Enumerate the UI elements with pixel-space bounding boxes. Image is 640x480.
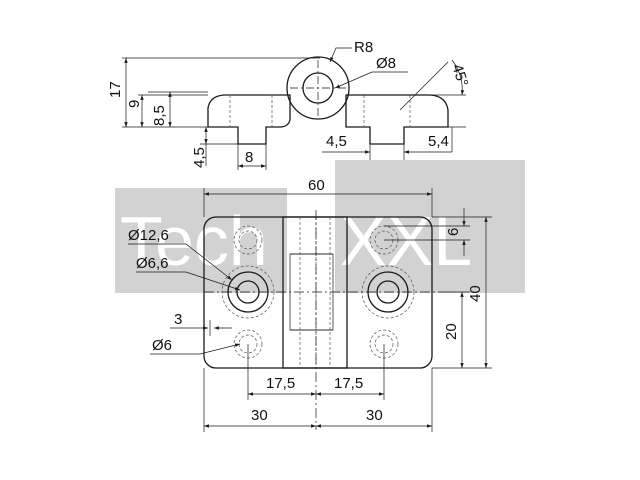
left-mount-hole-inner [236, 280, 260, 304]
dim-width-8: 8 [245, 149, 253, 166]
hole-bottom-left-inner [238, 334, 258, 354]
dim-height-17: 17 [107, 81, 124, 98]
dim-radius-r8: R8 [354, 39, 373, 56]
watermark: Tech XXL [115, 160, 525, 293]
dim-dia-12-6: Ø12,6 [128, 227, 169, 244]
dim-30-right: 30 [366, 407, 383, 424]
knuckle-region [282, 216, 348, 369]
dim-6: 6 [445, 228, 462, 236]
left-leaf-profile [207, 94, 291, 145]
dim-30-left: 30 [251, 407, 268, 424]
dim-dia-8-top: Ø8 [376, 55, 396, 72]
dim-width-60: 60 [308, 177, 325, 194]
top-view: 60 Ø12,6 Ø6,6 3 Ø6 6 40 20 17,5 [128, 177, 492, 432]
dim-dia-6-6: Ø6,6 [136, 255, 169, 272]
dim-17-5-left: 17,5 [266, 375, 295, 392]
side-view: 17 9 8,5 4,5 8 R8 Ø8 45° 4,5 5,4 [107, 39, 471, 170]
right-mount-hole-inner [376, 280, 400, 304]
hole-top-left-outer [233, 225, 263, 255]
dim-20: 20 [443, 323, 460, 340]
watermark-text-left: Tech [120, 202, 268, 280]
dim-height-40: 40 [467, 285, 484, 302]
dim-17-5-right: 17,5 [334, 375, 363, 392]
right-counterbore [361, 265, 415, 319]
knuckle-outer [286, 56, 350, 120]
dim-offset-5-4: 5,4 [428, 133, 449, 150]
hole-bottom-right-inner [374, 334, 394, 354]
watermark-text-right: XXL [340, 202, 472, 280]
left-counterbore [221, 265, 275, 319]
dim-height-4-5: 4,5 [191, 147, 208, 168]
right-mount-hole-outer [367, 271, 409, 313]
dim-3: 3 [174, 311, 182, 328]
dim-height-8-5: 8,5 [151, 105, 168, 126]
dim-height-9: 9 [126, 100, 143, 108]
dim-offset-4-5: 4,5 [326, 133, 347, 150]
dim-angle-45: 45° [448, 62, 471, 89]
hole-top-left-inner [238, 230, 258, 250]
left-mount-hole-outer [227, 271, 269, 313]
dim-dia-6: Ø6 [152, 337, 172, 354]
